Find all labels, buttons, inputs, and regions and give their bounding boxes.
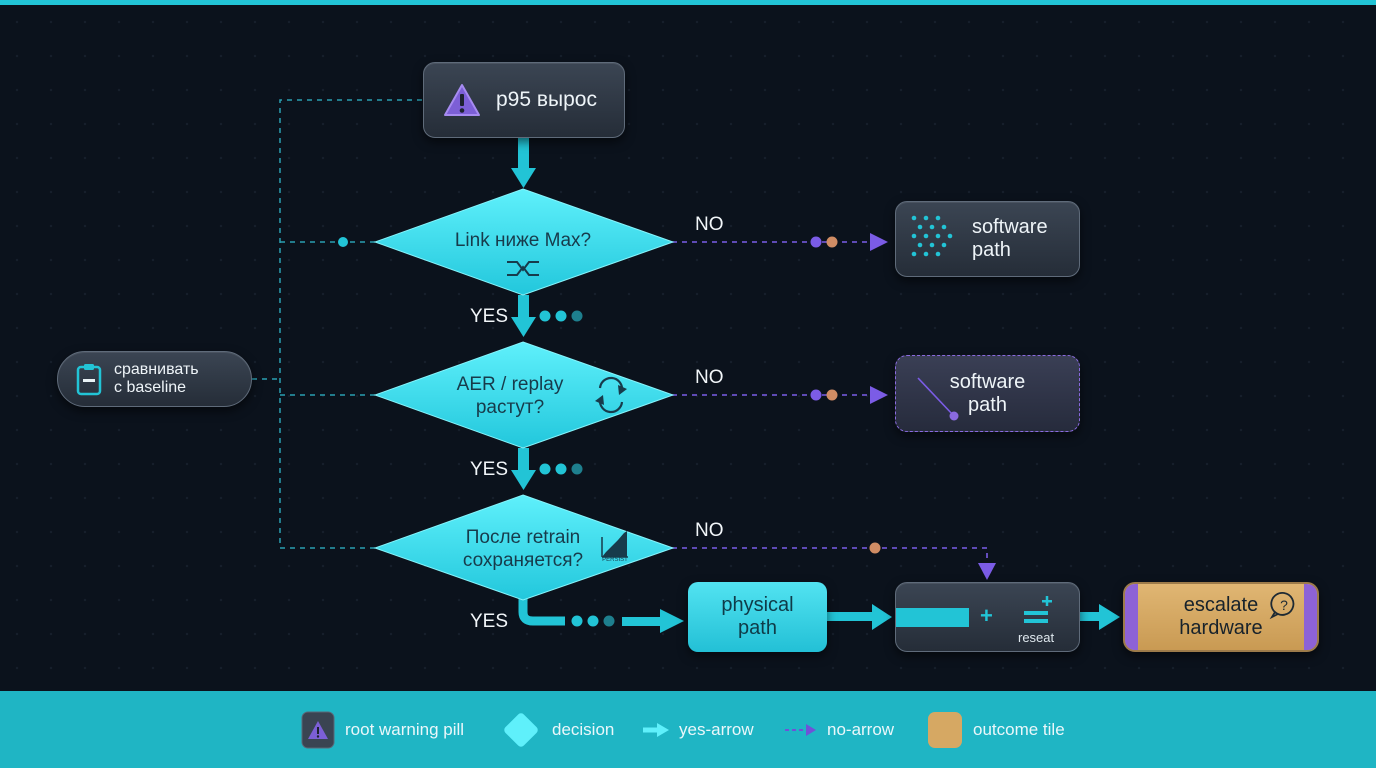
escalate-line1: escalate — [1183, 594, 1259, 616]
software-1-line2: path — [972, 239, 1011, 261]
refresh-icon — [598, 376, 624, 414]
decision-1-label: Link ниже Max? — [454, 230, 592, 251]
no-arrows — [672, 241, 988, 566]
plus-minus-icon — [1024, 596, 1052, 623]
root-warning-pill[interactable]: p95 вырос — [423, 62, 625, 138]
legend-bar: root warning pill decision yes-arrow no-… — [0, 691, 1376, 768]
tile-icon — [928, 712, 962, 748]
legend-label-no-arrow: no-arrow — [827, 720, 895, 739]
arrow-physical-reset-head — [872, 604, 892, 630]
yes-arrow-to-physical — [518, 598, 565, 626]
decision-2-line1: AER / replay — [456, 374, 564, 395]
software-1-text: software path — [972, 216, 1048, 262]
reseat-tile[interactable]: + reseat — [895, 582, 1080, 652]
reseat-plus: + — [980, 603, 993, 628]
yes-dots — [539, 310, 615, 627]
software-path-tile-2[interactable]: software path — [895, 355, 1080, 432]
warning-icon — [301, 711, 335, 749]
baseline-text: сравнивать с baseline — [114, 361, 199, 397]
legend-item-no-arrow: no-arrow — [785, 711, 894, 749]
escalate-line2: hardware — [1179, 617, 1263, 639]
question-bubble-icon: ? — [1269, 592, 1295, 620]
baseline-line1: сравнивать — [114, 361, 199, 378]
legend-label-yes-arrow: yes-arrow — [679, 720, 754, 739]
yes-arrows — [511, 138, 536, 490]
svg-text:?: ? — [1280, 597, 1288, 613]
physical-line2: path — [738, 617, 777, 639]
decision-diamond-3 — [373, 494, 675, 601]
yes-label-3: YES — [470, 611, 509, 632]
yes-arrow-stub — [622, 617, 662, 626]
escalate-stripe-right — [1304, 584, 1317, 650]
persist-chart-icon — [601, 531, 628, 558]
decision-3-label: После retrain сохраняется? — [440, 526, 606, 572]
reseat-bar — [896, 608, 969, 627]
yes-arrow-head-physical — [660, 609, 684, 633]
persist-caption: PERSIST — [602, 557, 628, 563]
no-label-3: NO — [695, 520, 724, 541]
no-label-1: NO — [695, 214, 724, 235]
baseline-junction-dot — [338, 237, 348, 247]
clipboard-icon — [76, 364, 102, 396]
arrow-icon — [643, 723, 669, 737]
yes-label-2: YES — [470, 459, 509, 480]
legend-label-root: root warning pill — [345, 720, 465, 739]
dot-grid-icon — [911, 215, 953, 257]
software-path-tile-1[interactable]: software path — [895, 201, 1080, 277]
arrow-physical-reset-shaft — [827, 612, 875, 621]
legend-item-decision: decision — [500, 711, 614, 749]
arrow-reset-escalate-head — [1099, 604, 1120, 630]
escalate-hardware-tile[interactable]: escalate hardware ? — [1123, 582, 1319, 652]
yes-label-1: YES — [470, 306, 509, 327]
decision-3-line2: сохраняется? — [462, 550, 584, 571]
legend-item-outcome: outcome tile — [927, 711, 1065, 749]
escalate-text: escalate hardware — [1179, 594, 1262, 640]
decision-diamond-1 — [373, 188, 675, 296]
link-icon — [507, 261, 539, 276]
diamond-icon — [504, 713, 538, 747]
legend-label-outcome: outcome tile — [973, 720, 1065, 739]
decision-2-label: AER / replay растут? — [440, 373, 580, 419]
top-accent-bar — [0, 0, 1376, 5]
diagram-canvas — [0, 5, 1376, 691]
physical-path-tile[interactable]: physical path — [688, 582, 827, 652]
dashed-arrow-icon — [785, 724, 816, 736]
physical-line1: physical — [721, 594, 794, 616]
reseat-caption: reseat — [1018, 630, 1055, 645]
decision-3-line1: После retrain — [465, 527, 581, 548]
legend-item-yes-arrow: yes-arrow — [643, 711, 754, 749]
legend-item-root: root warning pill — [301, 711, 464, 749]
legend-label-decision: decision — [552, 720, 615, 739]
software-2-text: software path — [950, 371, 1026, 417]
physical-text: physical path — [721, 594, 793, 640]
decision-2-line2: растут? — [475, 397, 545, 418]
baseline-pill[interactable]: сравнивать с baseline — [57, 351, 252, 407]
warning-icon — [444, 84, 480, 116]
root-label: p95 вырос — [496, 88, 597, 111]
escalate-stripe-left — [1125, 584, 1138, 650]
refresh-icon-heads — [595, 385, 627, 405]
software-1-line1: software — [972, 216, 1048, 238]
no-arrow-amber-dots — [826, 236, 881, 554]
arrow-reset-escalate-shaft — [1080, 612, 1102, 621]
no-label-2: NO — [695, 367, 724, 388]
software-2-line2: path — [968, 393, 1007, 416]
software-2-line1: software — [949, 370, 1026, 393]
baseline-line2: с baseline — [114, 379, 187, 396]
decision-diamond-2 — [373, 341, 675, 449]
slash-icon — [917, 377, 959, 421]
no-arrow-heads — [810, 233, 996, 580]
baseline-connectors — [252, 99, 422, 549]
